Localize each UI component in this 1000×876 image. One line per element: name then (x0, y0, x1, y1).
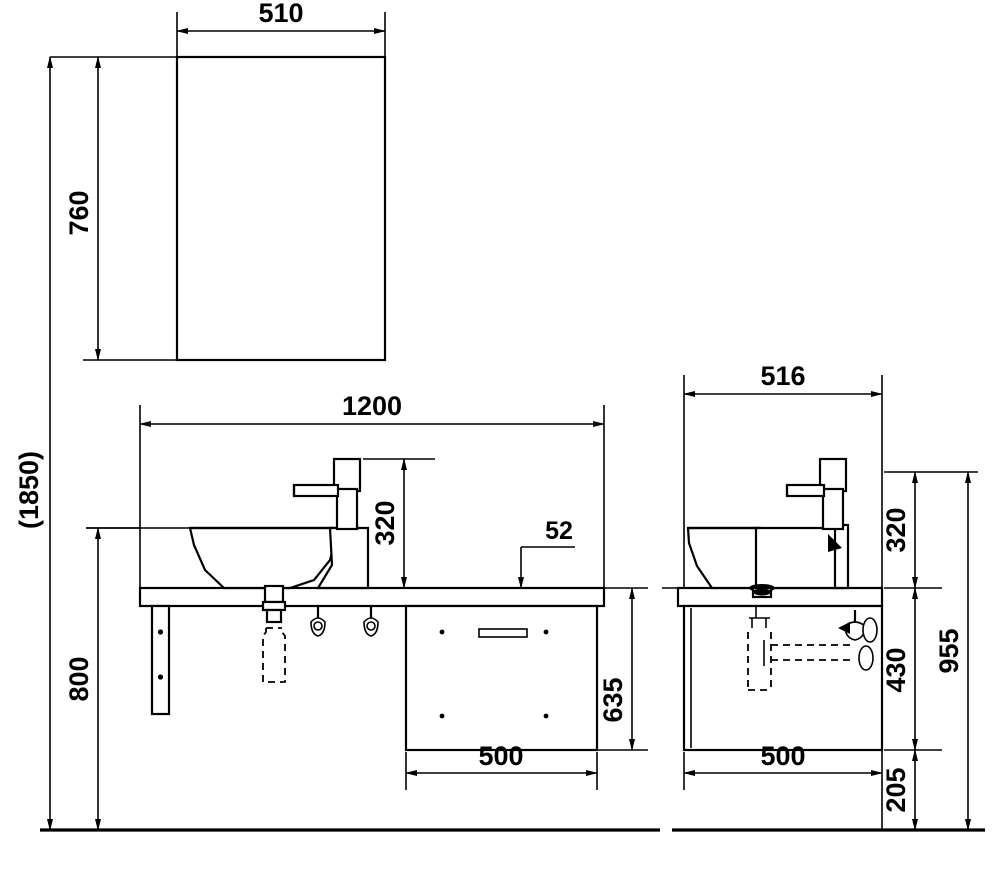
dimension-label-side-total-height: 955 (934, 628, 964, 673)
faucet-body-front (335, 487, 359, 531)
dimension-side-total-height: 955 (934, 471, 971, 831)
drawer-fixing-dot-br (543, 713, 549, 719)
dimension-mirror-width: 510 (176, 0, 386, 60)
faucet-body-side (821, 487, 845, 531)
dimension-label-counter-thickness: 52 (545, 517, 573, 545)
dimension-label-basin-height-front: 320 (370, 500, 400, 545)
dimension-mirror-height: 760 (50, 56, 385, 361)
bracket-screw-hole-lower (157, 674, 164, 680)
dimension-counter-width: 1200 (139, 391, 605, 592)
washbasin-riser-front (316, 526, 370, 590)
overflow-marker-side (828, 534, 842, 552)
dimension-label-drawer-height-front: 635 (598, 677, 628, 722)
dimension-basin-height-side: 320 (881, 471, 978, 589)
supply-valve-right-front (363, 606, 379, 637)
washbasin-bowl-front (188, 526, 340, 590)
drawer-fixing-dot-tr (543, 629, 549, 635)
dimension-label-mirror-height: 760 (64, 190, 94, 235)
dimension-drawer-width-front: 500 (405, 741, 598, 790)
dimension-label-drawer-width-front: 500 (478, 741, 523, 771)
dimension-drawer-depth-side: 500 (683, 741, 883, 790)
washbasin-riser-side (754, 523, 850, 590)
dimension-overall-height: (1850) (14, 56, 53, 831)
dimension-label-side-depth: 516 (760, 361, 805, 391)
dimension-label-overall-height: (1850) (14, 451, 44, 529)
side-elevation-view: 516 (662, 361, 978, 831)
supply-valve-left-front (310, 606, 326, 637)
vanity-drawer-front (404, 604, 599, 752)
washbasin-bowl-side (686, 526, 762, 590)
front-elevation-view: 1200 320 (64, 391, 648, 831)
dimension-side-lower-gap: 205 (881, 749, 918, 831)
drawer-fixing-dot-bl (439, 713, 445, 719)
drawer-handle-front[interactable] (478, 628, 528, 638)
dimension-label-drawer-depth-side: 500 (760, 741, 805, 771)
drain-waste-front (261, 584, 287, 683)
faucet-lever-front (292, 483, 340, 498)
dimension-label-counter-width: 1200 (342, 391, 402, 421)
hidden-pipework-side (747, 606, 855, 691)
countertop-slab-side (676, 586, 884, 608)
faucet-lever-side (785, 483, 826, 498)
faucet-head-front (332, 457, 362, 493)
dimension-counter-height-front: 800 (64, 527, 140, 831)
wall-bracket-front (150, 604, 171, 716)
faucet-front (292, 457, 362, 531)
dimension-label-mirror-width: 510 (258, 0, 303, 28)
dimension-label-side-lower-gap: 205 (881, 767, 911, 812)
faucet-side (785, 457, 848, 531)
dimension-side-depth: 516 (683, 361, 883, 830)
bracket-screw-hole-upper (157, 629, 164, 635)
drain-flange-side (749, 584, 775, 599)
mirror-cabinet-outline (175, 55, 387, 362)
mirror-view: 510 760 (50, 0, 387, 362)
dimension-drawer-height-side: 430 (881, 587, 942, 751)
dimension-basin-height-front: 320 (363, 458, 435, 589)
dimension-label-drawer-height-side: 430 (881, 647, 911, 692)
drawer-body-front (404, 604, 599, 752)
countertop-slab-front (138, 586, 606, 608)
drawer-fixing-dot-tl (439, 629, 445, 635)
dimension-drawer-height-front: 635 (597, 587, 648, 751)
dimension-label-counter-height-front: 800 (64, 656, 94, 701)
supply-connections-side (838, 610, 878, 671)
dimension-label-basin-height-side: 320 (881, 507, 911, 552)
